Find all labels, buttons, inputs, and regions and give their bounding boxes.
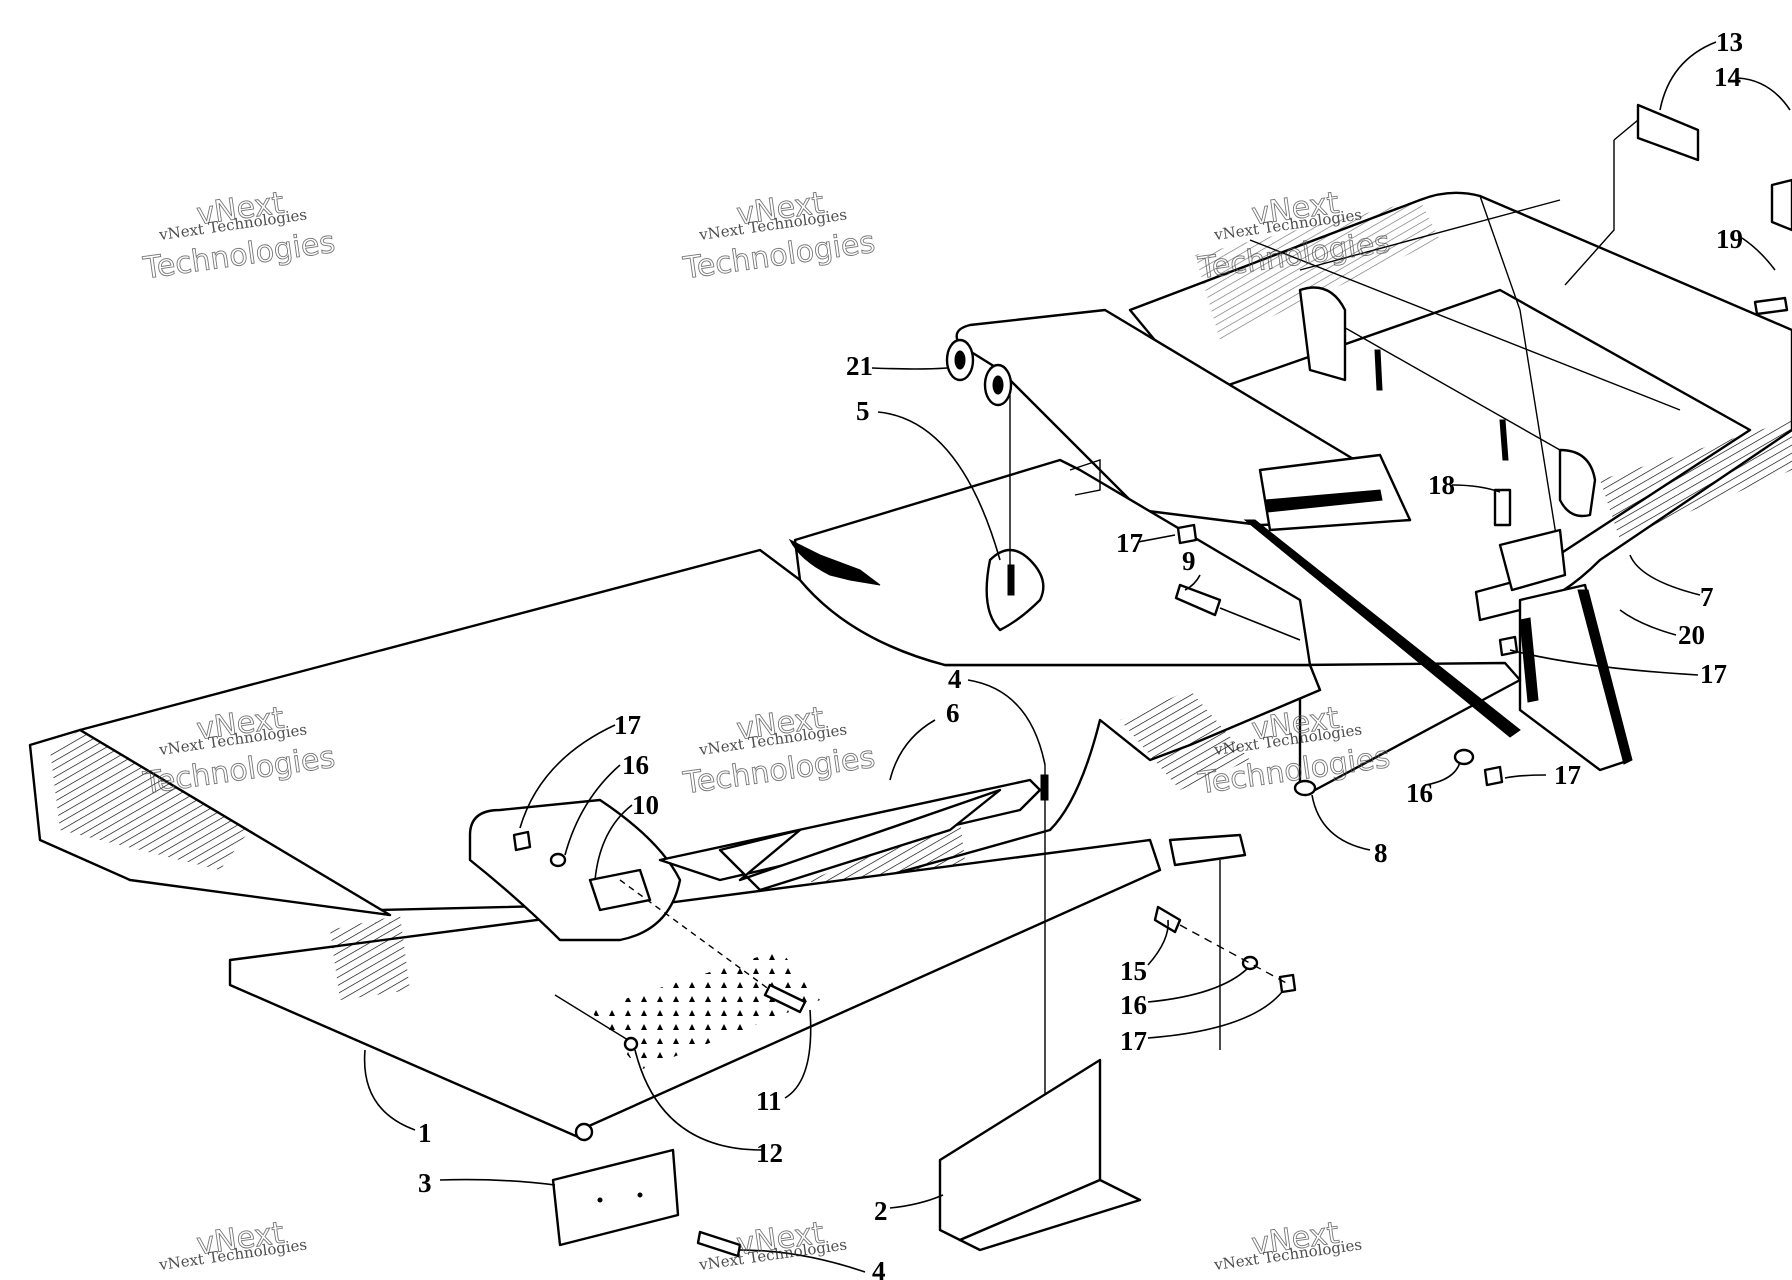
tunnel-body	[28, 458, 1322, 1142]
callout-4: 4	[948, 664, 962, 694]
callout-4: 4	[872, 1256, 886, 1280]
callout-8: 8	[1374, 838, 1388, 868]
plate-3	[551, 1148, 680, 1247]
callout-17: 17	[1700, 659, 1727, 689]
callout-16: 16	[1120, 990, 1147, 1020]
axle-tube	[1243, 519, 1522, 797]
callout-9: 9	[1182, 546, 1196, 576]
callout-13: 13	[1716, 27, 1743, 57]
callout-7: 7	[1700, 582, 1714, 612]
hardware	[512, 488, 1519, 1258]
rear-bumper-assembly	[1128, 103, 1792, 772]
watermark: vNext vNext Technologies	[1212, 1215, 1363, 1274]
detail-5	[985, 395, 1045, 632]
callouts: 21 5 17 9 18 7 20 17 13 14 19 4 6 17 16 …	[418, 27, 1743, 1280]
callout-10: 10	[632, 790, 659, 820]
callout-20: 20	[1678, 620, 1705, 650]
callout-6: 6	[946, 698, 960, 728]
callout-21: 21	[846, 351, 873, 381]
callout-17: 17	[1116, 528, 1143, 558]
callout-16: 16	[622, 750, 649, 780]
callout-14: 14	[1714, 62, 1741, 92]
callout-2: 2	[874, 1196, 888, 1226]
bracket-2	[938, 1058, 1142, 1252]
watermark: vNext vNext Technologies Technologies	[680, 185, 878, 287]
callout-5: 5	[856, 396, 870, 426]
decal-13	[1636, 103, 1700, 162]
callout-17: 17	[1120, 1026, 1147, 1056]
leader-lines	[363, 41, 1791, 1273]
callout-1: 1	[418, 1118, 432, 1148]
callout-11: 11	[756, 1086, 782, 1116]
watermark: vNext vNext Technologies Technologies	[140, 185, 338, 287]
callout-18: 18	[1428, 470, 1455, 500]
callout-16: 16	[1406, 778, 1433, 808]
callout-15: 15	[1120, 956, 1147, 986]
swing-arm-assembly	[945, 286, 1597, 532]
callout-17: 17	[614, 710, 641, 740]
callout-19: 19	[1716, 224, 1743, 254]
callout-12: 12	[756, 1138, 783, 1168]
callout-17: 17	[1554, 760, 1581, 790]
watermark: vNext vNext Technologies	[157, 1215, 308, 1274]
callout-3: 3	[418, 1168, 432, 1198]
